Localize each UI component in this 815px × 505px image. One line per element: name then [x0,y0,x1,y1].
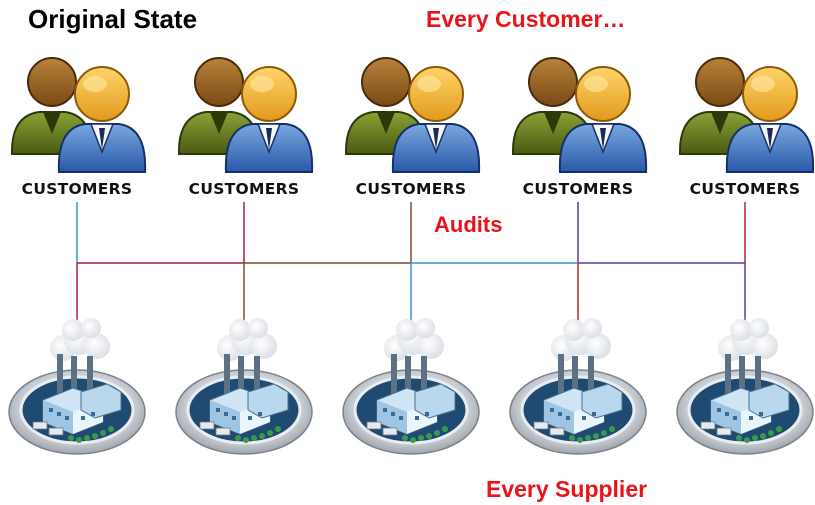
header-note: Every Customer… [426,6,626,32]
factory-icon-4 [508,316,648,456]
customer-label-4: CUSTOMERS [522,180,634,198]
customer-label-2: CUSTOMERS [188,180,300,198]
factory-icon-1 [7,316,147,456]
footer-note: Every Supplier [486,476,648,502]
audits-label: Audits [434,212,503,237]
factory-icon-5 [675,316,815,456]
factory-icon-2 [174,316,314,456]
customer-label-1: CUSTOMERS [21,180,133,198]
customer-label-5: CUSTOMERS [689,180,801,198]
factory-icon-3 [341,316,481,456]
customer-label-3: CUSTOMERS [355,180,467,198]
diagram-title: Original State [28,4,198,34]
